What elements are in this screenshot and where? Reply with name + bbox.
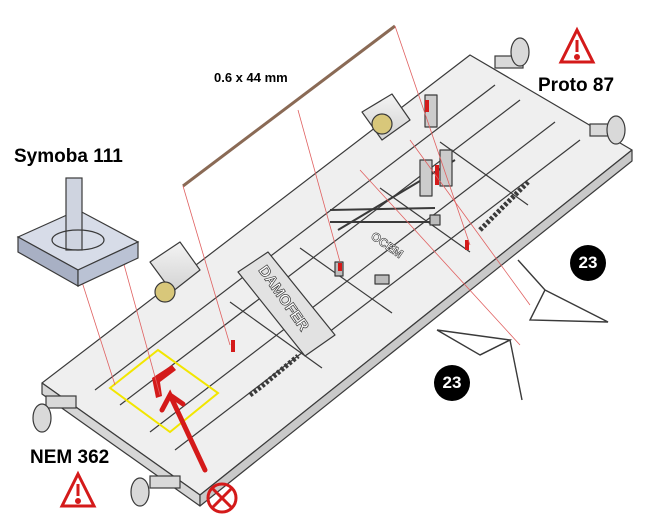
warning-triangle-icon (59, 470, 97, 508)
buffer-rear-left (494, 37, 530, 69)
symoba-label: Symoba 111 (14, 146, 123, 167)
coupler-area-highlight (108, 348, 220, 434)
red-details (231, 100, 469, 352)
prohibited-circle-icon (206, 482, 238, 514)
nem-label: NEM 362 (30, 447, 110, 468)
buffer-front-left (32, 395, 77, 433)
buffers (32, 37, 626, 507)
brass-wire (182, 24, 396, 188)
warning-triangle-icon (558, 26, 596, 64)
symoba-part (16, 177, 140, 288)
buffer-rear-right (589, 115, 626, 145)
guide-lines (74, 25, 531, 396)
wire-size-label: 0.6 x 44 mm (214, 70, 288, 85)
brake-triangle-parts (436, 259, 609, 401)
pointer-arrow-icon (159, 389, 208, 473)
buffer-front-right (130, 475, 181, 507)
chassis-frame (41, 54, 633, 507)
proto-label: Proto 87 (538, 75, 615, 96)
coupler-red (152, 365, 176, 398)
callout-badge: 23 (570, 245, 606, 281)
callout-badge: 23 (434, 365, 470, 401)
